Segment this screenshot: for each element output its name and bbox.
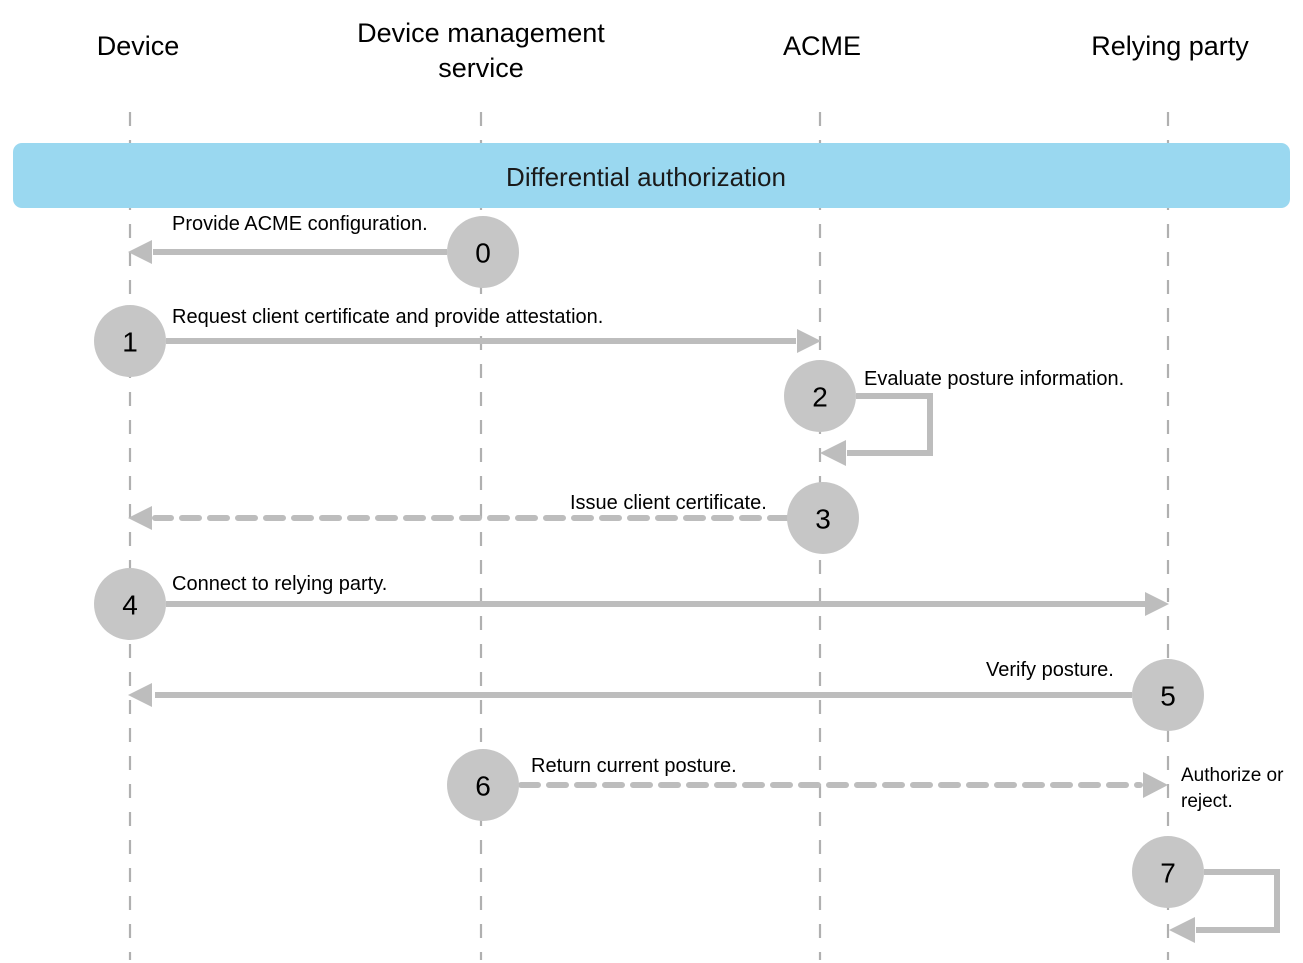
banner-label: Differential authorization	[506, 162, 786, 192]
note-line-2: reject.	[1181, 791, 1233, 812]
step-3-badge	[787, 482, 859, 554]
step-5-arrowhead	[128, 683, 152, 707]
step-6-arrowhead	[1143, 772, 1168, 798]
step-1-arrowhead	[797, 329, 821, 353]
step-7-number: 7	[1160, 858, 1176, 889]
step-0-arrowhead	[128, 240, 152, 264]
banner-background	[13, 143, 1290, 208]
step-2-number: 2	[812, 382, 828, 413]
step-0-badge	[447, 216, 519, 288]
step-6-badge	[447, 749, 519, 821]
step-3-label: Issue client certificate.	[570, 492, 767, 514]
lifelines	[128, 112, 1170, 960]
note-authorize-or-reject: Authorize or reject.	[1181, 765, 1284, 812]
step-5-label: Verify posture.	[986, 659, 1114, 681]
differential-authorization-banner: Differential authorization	[13, 143, 1290, 208]
step-2-badge	[784, 360, 856, 432]
step-0-group: 0 Provide ACME configuration.	[128, 213, 519, 288]
step-1-label: Request client certificate and provide a…	[172, 306, 603, 328]
step-3-group: 3 Issue client certificate.	[128, 482, 859, 554]
step-1-group: 1 Request client certificate and provide…	[94, 305, 821, 377]
lane-header-relying-party: Relying party	[1091, 31, 1249, 61]
step-4-label: Connect to relying party.	[172, 573, 387, 595]
lane-header-device-management-service-line2: service	[438, 53, 524, 83]
step-6-group: 6 Return current posture.	[447, 749, 1168, 821]
step-2-arrowhead	[820, 440, 846, 466]
step-0-number: 0	[475, 238, 491, 269]
step-5-number: 5	[1160, 681, 1176, 712]
step-2-self-loop-line	[847, 393, 933, 456]
step-4-badge	[94, 568, 166, 640]
step-5-group: 5 Verify posture.	[128, 659, 1204, 731]
step-7-arrowhead	[1169, 917, 1195, 943]
lane-header-device-management-service-line1: Device management	[357, 18, 605, 48]
step-4-group: 4 Connect to relying party.	[94, 568, 1169, 640]
step-6-number: 6	[475, 771, 491, 802]
lane-header-acme: ACME	[783, 31, 861, 61]
step-7-badge	[1132, 836, 1204, 908]
step-7-group: 7	[1132, 836, 1280, 943]
step-7-self-loop-line	[1196, 869, 1280, 933]
lane-header-device: Device	[97, 31, 180, 61]
step-3-arrowhead	[128, 506, 152, 530]
step-0-label: Provide ACME configuration.	[172, 213, 428, 235]
lane-headers: Device Device management service ACME Re…	[97, 18, 1250, 83]
step-2-group: 2 Evaluate posture information.	[784, 360, 1124, 466]
step-3-number: 3	[815, 504, 831, 535]
step-4-arrowhead	[1145, 592, 1169, 616]
step-1-number: 1	[122, 327, 138, 358]
step-6-label: Return current posture.	[531, 755, 737, 777]
step-4-number: 4	[122, 590, 138, 621]
note-line-1: Authorize or	[1181, 765, 1284, 786]
step-5-badge	[1132, 659, 1204, 731]
step-2-label: Evaluate posture information.	[864, 368, 1124, 390]
step-1-badge	[94, 305, 166, 377]
